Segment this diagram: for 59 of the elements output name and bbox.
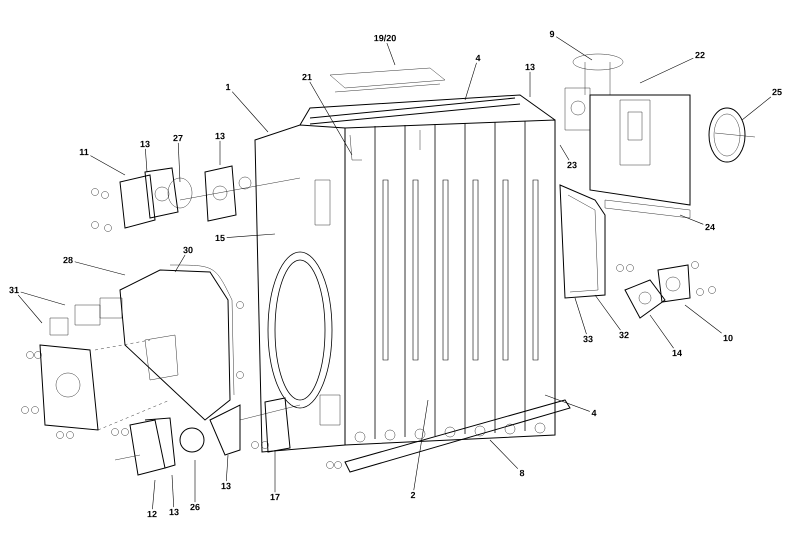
leader-line [640, 58, 694, 84]
leader-line [464, 62, 477, 100]
callout-number: 15 [216, 234, 225, 242]
callout-number: 13 [140, 140, 150, 148]
callout-number: 23 [567, 162, 577, 168]
callout-number: 26 [190, 504, 200, 510]
leader-line [544, 394, 590, 412]
callout-number: 31 [9, 286, 19, 294]
leader-line [413, 400, 428, 490]
callout-number: 9 [550, 30, 554, 38]
leader-line [174, 254, 186, 272]
callout-number: 12 [148, 510, 157, 518]
callout-number: 24 [705, 224, 715, 230]
callout-number: 27 [173, 134, 183, 142]
leader-line [684, 304, 722, 334]
leader-line [650, 314, 674, 348]
leader-line [152, 480, 156, 510]
leader-line [172, 474, 174, 508]
leader-line [490, 440, 518, 469]
leader-line [680, 214, 704, 225]
leader-line [145, 148, 148, 172]
callout-number: 19/20 [374, 34, 396, 42]
callout-number: 25 [772, 88, 782, 96]
leader-line [226, 454, 228, 482]
leader-line [742, 96, 772, 120]
callout-number: 10 [724, 334, 733, 342]
callout-number: 13 [222, 482, 231, 490]
callout-number: 2 [410, 492, 416, 498]
leader-line [178, 142, 180, 182]
leader-line [232, 91, 268, 132]
callout-number: 14 [672, 350, 682, 356]
leader-line [20, 292, 66, 306]
callout-number: 13 [170, 508, 179, 516]
leader-line [90, 155, 126, 176]
leader-line [274, 450, 276, 492]
callout-number: 8 [520, 470, 524, 476]
leader-line [574, 298, 587, 334]
callout-number: 13 [526, 64, 535, 70]
leader-line [310, 82, 352, 156]
callout-number: 30 [183, 246, 193, 254]
leader-line [18, 294, 42, 324]
leader-line [386, 42, 396, 66]
leader-line [594, 294, 621, 330]
callout-number: 4 [592, 410, 596, 416]
callout-number: 17 [270, 494, 280, 500]
callout-number: 28 [63, 256, 73, 264]
leader-line [560, 144, 570, 160]
callout-number: 21 [302, 74, 312, 80]
leader-line [556, 36, 592, 60]
callout-number: 33 [583, 336, 593, 342]
leader-line [194, 460, 196, 502]
callout-number: 22 [695, 52, 705, 58]
callout-number: 1 [226, 84, 230, 90]
callout-number: 11 [80, 148, 88, 156]
leader-line [74, 261, 126, 276]
callout-number: 13 [216, 132, 225, 140]
leader-line [226, 234, 276, 238]
callout-number: 4 [476, 54, 480, 62]
callout-number: 32 [619, 332, 629, 338]
